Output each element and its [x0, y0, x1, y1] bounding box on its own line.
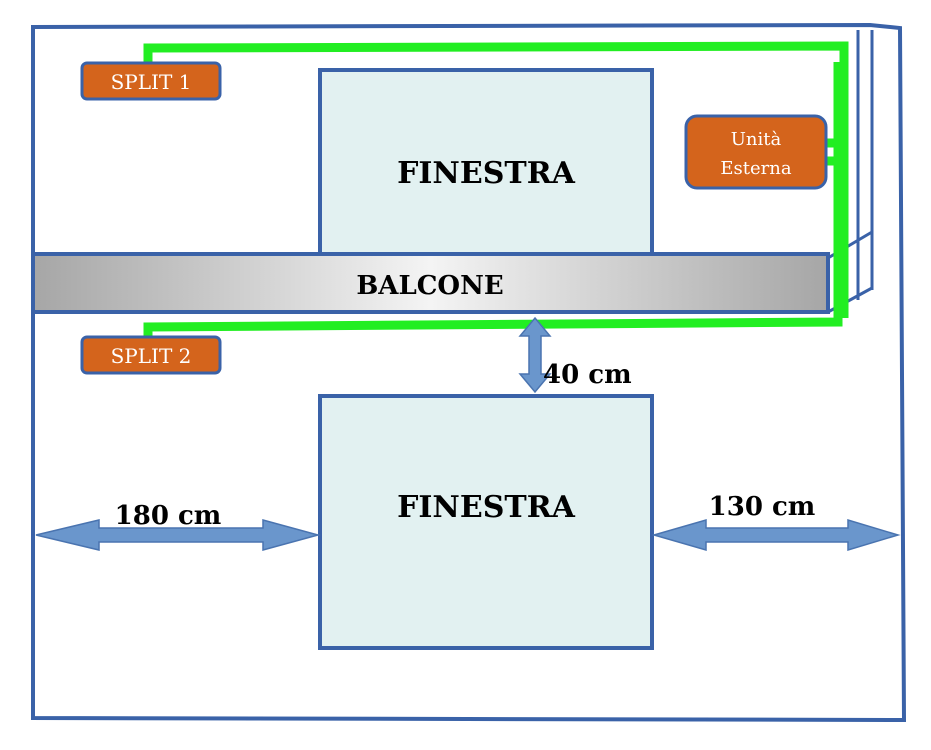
left-dimension-label: 180 cm [115, 501, 222, 531]
vertical-dimension-arrow [518, 316, 552, 394]
split-2-label: SPLIT 2 [111, 344, 192, 368]
balcony-label: BALCONE [356, 271, 503, 301]
outer-wall [31, 22, 907, 723]
balcony [31, 252, 830, 314]
window-top-label: FINESTRA [397, 156, 576, 191]
window-top [318, 68, 654, 264]
outdoor-unit-label-line2: Esterna [720, 158, 791, 179]
gap-dimension-label: 40 cm [543, 360, 632, 390]
refrigerant-pipes [143, 41, 849, 341]
outdoor-unit-label-line1: Unità [731, 129, 782, 150]
right-dimension-arrow [651, 518, 901, 552]
window-bottom [318, 394, 654, 650]
split-2-unit [80, 335, 222, 375]
left-dimension-arrow [35, 519, 321, 551]
outdoor-unit [684, 114, 828, 190]
right-dimension-label: 130 cm [709, 492, 816, 522]
window-bottom-label: FINESTRA [397, 490, 576, 525]
split-1-label: SPLIT 1 [111, 70, 192, 94]
split-1-unit [80, 61, 222, 101]
